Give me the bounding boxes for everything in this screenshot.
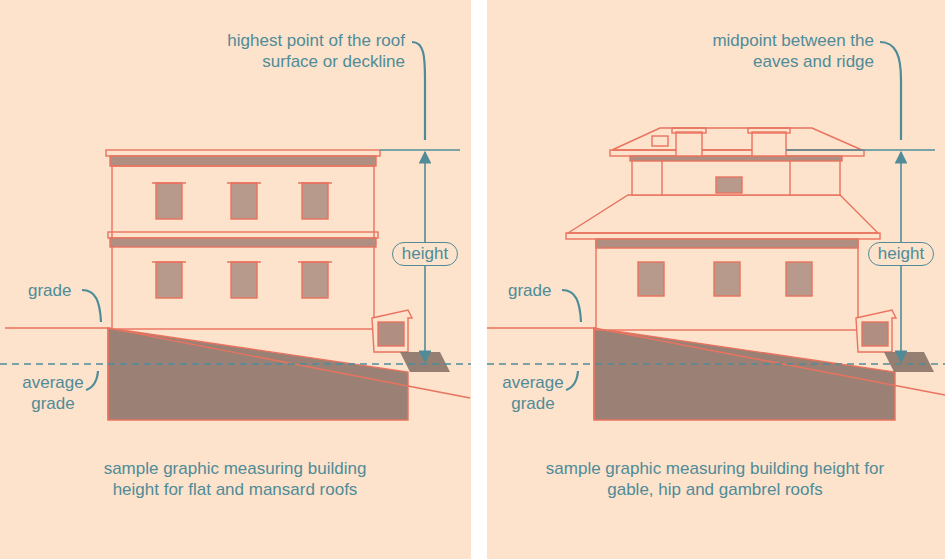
dimension-label: height (402, 244, 448, 263)
annotation-label: midpoint between the eaves and ridge (672, 30, 874, 72)
annotation-label: average grade (498, 372, 568, 414)
annotation-label: grade (508, 280, 568, 301)
dimension-pill: height (868, 242, 934, 266)
caption-text: sample graphic measuring building height… (540, 458, 890, 500)
caption-text: sample graphic measuring building height… (80, 458, 390, 500)
annotation-label: highest point of the roof surface or dec… (200, 30, 405, 72)
dimension-label: height (878, 244, 924, 263)
annotation-label: average grade (18, 372, 88, 414)
annotation-label: grade (28, 280, 88, 301)
dimension-pill: height (392, 242, 458, 266)
